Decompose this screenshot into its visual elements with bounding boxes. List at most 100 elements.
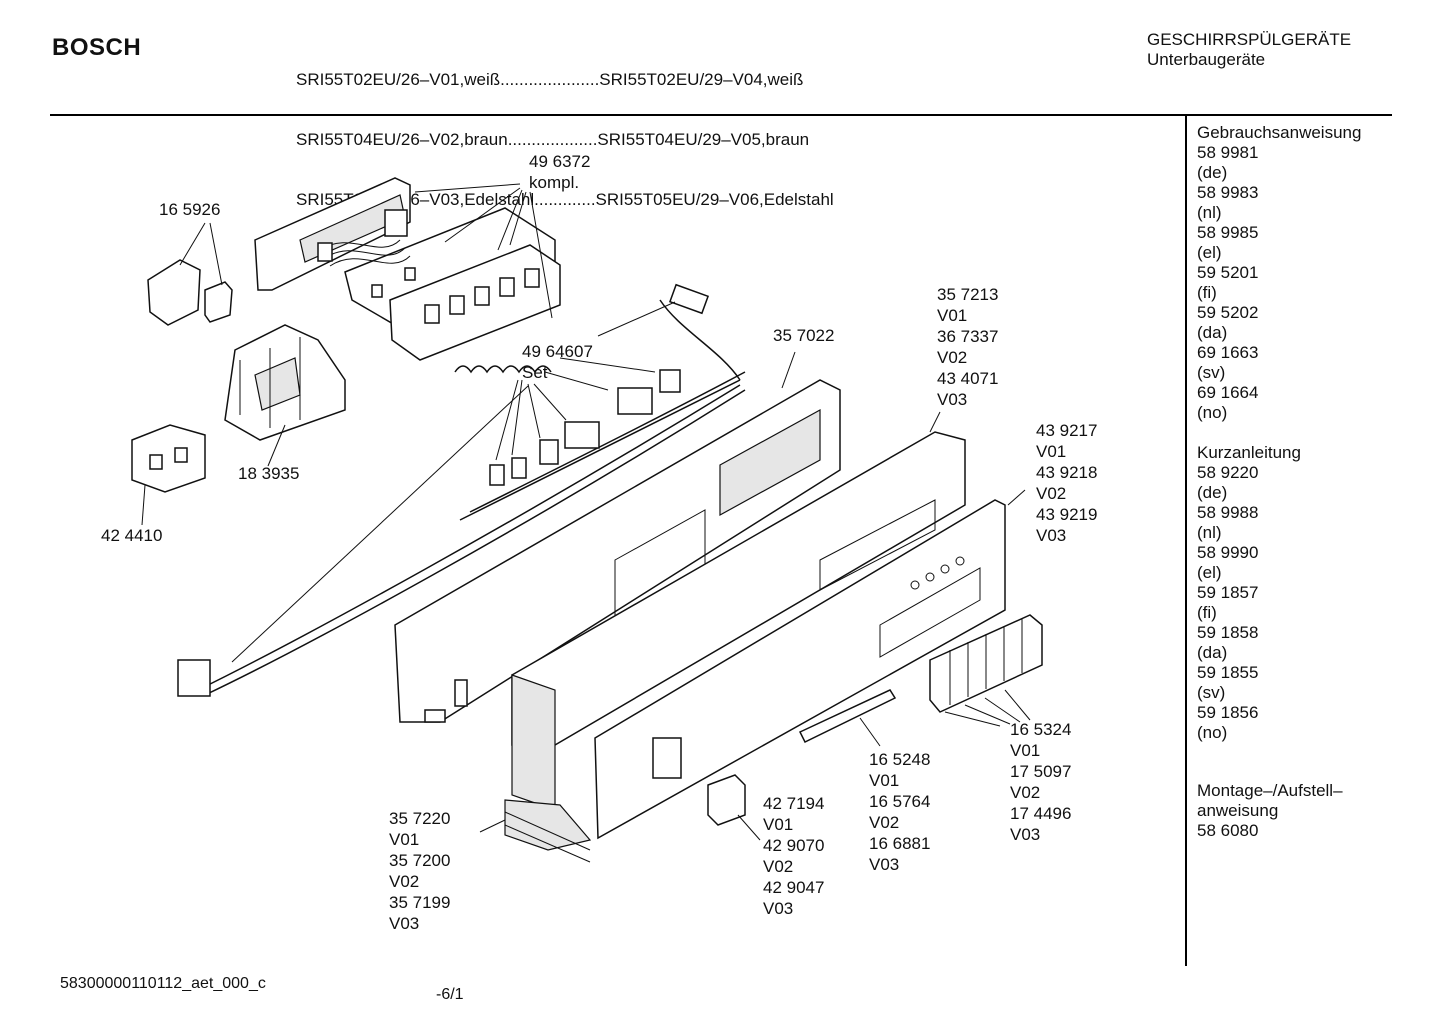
doc-language: (el): [1197, 243, 1222, 262]
part-number: 43 9217: [1036, 421, 1098, 440]
doc-number: 58 9983: [1197, 183, 1259, 202]
callout-165248: 16 5248 V01 16 5764 V02 16 6881 V03: [869, 749, 930, 875]
doc-number: 58 9988: [1197, 503, 1259, 522]
part-number: 16 5926: [159, 200, 221, 219]
callout-357022: 35 7022: [773, 325, 834, 346]
wire-harness-part: [177, 283, 746, 697]
part-number: 16 5764: [869, 792, 931, 811]
middle-panel-part: [511, 431, 966, 811]
front-fascia-part: [594, 499, 1006, 840]
part-number: 35 7213: [937, 285, 999, 304]
variant: V02: [937, 348, 968, 367]
bottom-trim-part: [504, 799, 592, 863]
variant: V03: [1036, 526, 1067, 545]
brand-logo: BOSCH: [52, 34, 142, 61]
doc-number: 58 9985: [1197, 223, 1259, 242]
part-number: 42 7194: [763, 794, 825, 813]
model-line: SRI55T05EU/26–V03,Edelstahl.............…: [296, 190, 834, 209]
callout-357213: 35 7213 V01 36 7337 V02 43 4071 V03: [937, 284, 998, 410]
doc-number: 58 9220: [1197, 463, 1259, 482]
part-number: 42 9070: [763, 836, 825, 855]
doc-number: 59 1857: [1197, 583, 1259, 602]
terminal-block-part: [131, 424, 206, 493]
variant: V03: [389, 914, 420, 933]
callout-4964607: 49 64607 Set: [522, 341, 593, 383]
doc-number: 69 1664: [1197, 383, 1259, 402]
variant: V03: [869, 855, 900, 874]
doc-heading: Montage–/Aufstell–: [1197, 781, 1343, 800]
variant: V01: [937, 306, 968, 325]
part-number: 49 64607: [522, 342, 593, 361]
part-number: 35 7220: [389, 809, 451, 828]
doc-heading: anweisung: [1197, 801, 1279, 820]
doc-language: (no): [1197, 403, 1228, 422]
documentation-sidebar: Gebrauchsanweisung 58 9981 (de) 58 9983 …: [1197, 123, 1387, 861]
variant: V03: [1010, 825, 1041, 844]
part-number: 43 9218: [1036, 463, 1098, 482]
doc-language: (no): [1197, 723, 1228, 742]
variant: V01: [763, 815, 794, 834]
doc-language: (nl): [1197, 203, 1222, 222]
variant: V01: [869, 771, 900, 790]
doc-number: 58 9990: [1197, 543, 1259, 562]
variant: V01: [1010, 741, 1041, 760]
part-number: 35 7199: [389, 893, 451, 912]
part-note: kompl.: [529, 173, 580, 192]
part-number: 42 9047: [763, 878, 825, 897]
model-line: SRI55T04EU/26–V02,braun.................…: [296, 130, 810, 149]
knob-part: [707, 774, 746, 826]
doc-heading: Kurzanleitung: [1197, 443, 1301, 462]
part-number: 35 7200: [389, 851, 451, 870]
doc-number: 58 9981: [1197, 143, 1259, 162]
category-title: GESCHIRRSPÜLGERÄTE: [1147, 30, 1352, 49]
pcb-switch-row: [424, 268, 540, 324]
doc-group-montage: Montage–/Aufstell– anweisung 58 6080: [1197, 781, 1387, 841]
rear-frame-part: [394, 379, 841, 723]
sidebar-divider: [1185, 116, 1187, 966]
leader-lines: [141, 183, 1031, 841]
variant: V01: [389, 830, 420, 849]
exploded-view-drawing: [131, 177, 1043, 863]
fascia-indicator-row: [910, 556, 965, 590]
doc-number: 58 6080: [1197, 821, 1259, 840]
doc-language: (sv): [1197, 363, 1226, 382]
callout-165926: 16 5926: [159, 199, 220, 220]
variant: V01: [1036, 442, 1067, 461]
callout-357220: 35 7220 V01 35 7200 V02 35 7199 V03: [389, 808, 450, 934]
doc-number: 69 1663: [1197, 343, 1259, 362]
part-number: 42 4410: [101, 526, 163, 545]
header-divider: [50, 114, 1392, 116]
relay-part: [147, 259, 233, 326]
part-number: 16 5324: [1010, 720, 1072, 739]
variant: V02: [389, 872, 420, 891]
variant: V03: [763, 899, 794, 918]
part-number: 17 5097: [1010, 762, 1072, 781]
callout-439217: 43 9217 V01 43 9218 V02 43 9219 V03: [1036, 420, 1097, 546]
doc-language: (nl): [1197, 523, 1222, 542]
part-number: 35 7022: [773, 326, 835, 345]
callout-424410: 42 4410: [101, 525, 162, 546]
doc-language: (da): [1197, 643, 1228, 662]
part-number: 43 9219: [1036, 505, 1098, 524]
doc-language: (fi): [1197, 603, 1217, 622]
variant: V02: [1010, 783, 1041, 802]
button-strip-part: [929, 614, 1043, 713]
variant: V02: [1036, 484, 1067, 503]
part-number: 49 6372: [529, 152, 591, 171]
part-number: 16 5248: [869, 750, 931, 769]
variant: V02: [763, 857, 794, 876]
control-module-part: [254, 177, 561, 374]
category-subtitle: Unterbaugeräte: [1147, 50, 1266, 69]
doc-number: 59 5201: [1197, 263, 1259, 282]
doc-number: 59 5202: [1197, 303, 1259, 322]
doc-heading: Gebrauchsanweisung: [1197, 123, 1362, 142]
part-number: 16 6881: [869, 834, 931, 853]
variant: V03: [937, 390, 968, 409]
housing-part: [224, 324, 346, 441]
callout-427194: 42 7194 V01 42 9070 V02 42 9047 V03: [763, 793, 824, 919]
callout-496372: 49 6372 kompl.: [529, 151, 590, 193]
doc-number: 59 1858: [1197, 623, 1259, 642]
doc-number: 59 1855: [1197, 663, 1259, 682]
category-block: GESCHIRRSPÜLGERÄTE Unterbaugeräte: [1147, 30, 1351, 70]
doc-language: (de): [1197, 163, 1228, 182]
